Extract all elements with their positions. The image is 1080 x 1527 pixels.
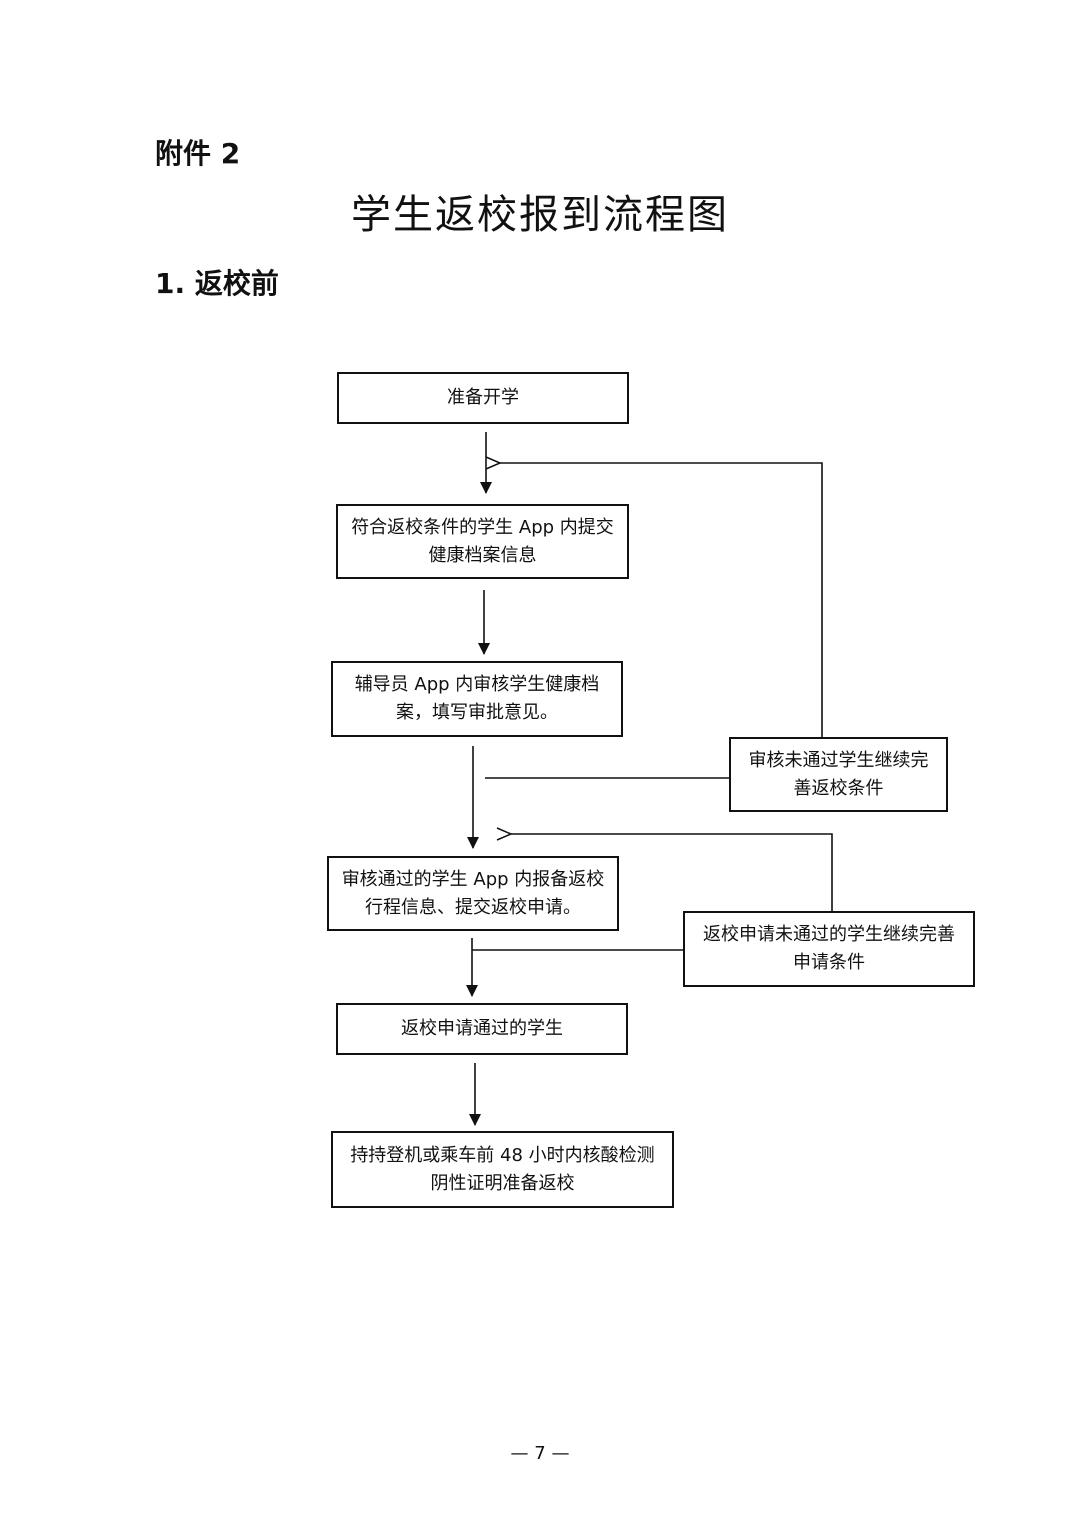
page-number: — 7 — — [510, 1443, 570, 1464]
attachment-label: 附件 2 — [155, 137, 241, 170]
step-counselor-review: 辅导员 App 内审核学生健康档案，填写审批意见。 — [331, 661, 623, 737]
step-final: 持持登机或乘车前 48 小时内核酸检测阴性证明准备返校 — [331, 1131, 674, 1208]
step-start: 准备开学 — [337, 372, 629, 424]
page-title: 学生返校报到流程图 — [351, 192, 729, 238]
section-heading: 1. 返校前 — [155, 267, 279, 300]
step-apply-passed: 返校申请通过的学生 — [336, 1003, 628, 1055]
loop-apply-failed — [511, 834, 833, 911]
step-review-failed: 审核未通过学生继续完善返校条件 — [729, 737, 948, 812]
step-submit-health: 符合返校条件的学生 App 内提交健康档案信息 — [336, 504, 629, 579]
step-report-trip: 审核通过的学生 App 内报备返校行程信息、提交返校申请。 — [327, 856, 619, 931]
loop-review-failed — [500, 463, 823, 737]
step-apply-failed: 返校申请未通过的学生继续完善申请条件 — [683, 911, 975, 987]
